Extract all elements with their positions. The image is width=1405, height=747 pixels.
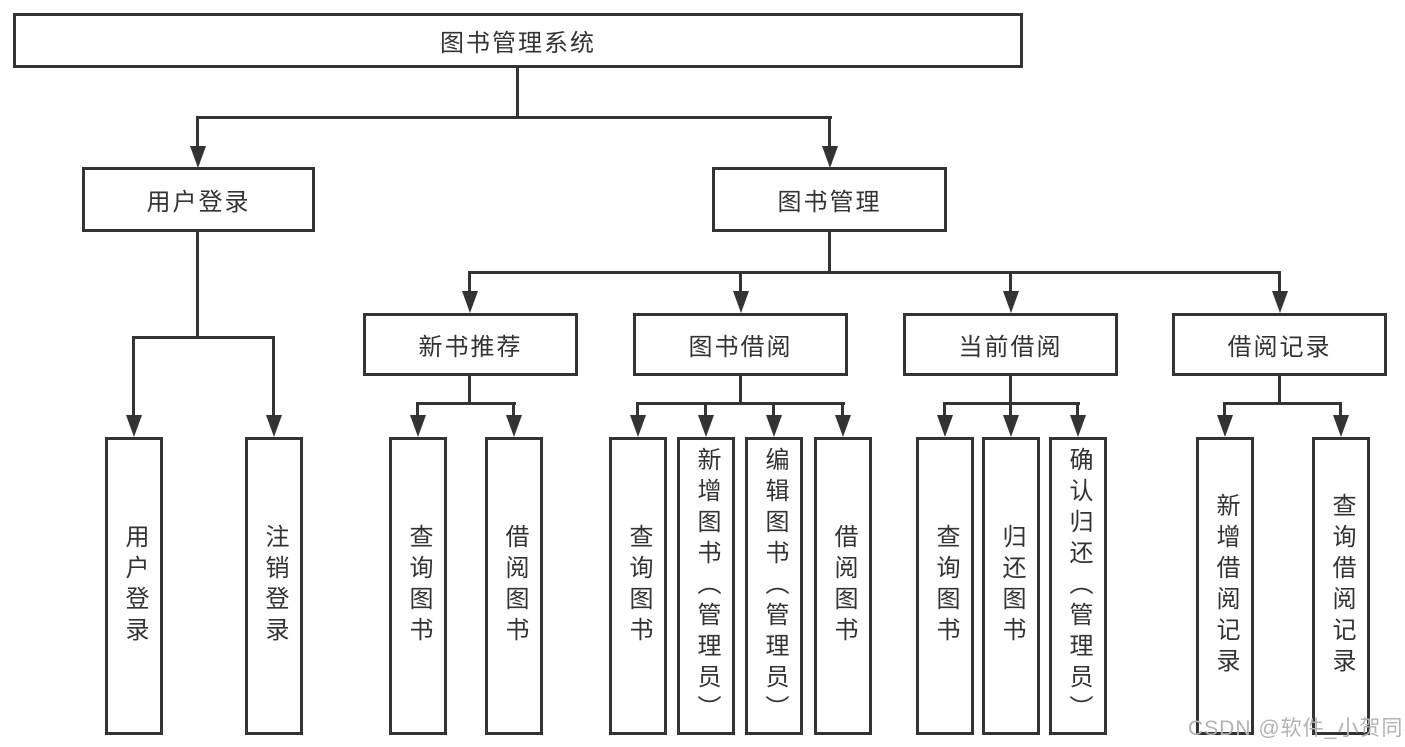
leaf-query-books-borrow: 查询图书: [609, 437, 667, 735]
connector-records-stem: [1278, 376, 1281, 405]
watermark-text: CSDN @软件_小贺同学: [1188, 717, 1405, 740]
leaf-query-books-current: 查询图书: [916, 437, 974, 735]
connector-root-drop-left: [196, 116, 199, 148]
node-current-borrow: 当前借阅: [903, 313, 1118, 376]
connector-borrow-bar: [636, 402, 845, 405]
connector-recommend-drop2: [512, 402, 515, 417]
connector-borrow-drop3: [772, 402, 775, 417]
arrow-to-leaf-query-borrow-record: [1333, 415, 1349, 437]
arrow-to-leaf-user-login: [126, 415, 142, 437]
arrow-to-leaf-confirm-return: [1070, 415, 1086, 437]
arrow-to-leaf-query-books-borrow: [630, 415, 646, 437]
connector-bookmgmt-drop2: [739, 271, 742, 293]
leaf-logout: 注销登录: [245, 437, 303, 735]
connector-userlogin-stem: [196, 232, 199, 339]
connector-current-drop3: [1076, 402, 1079, 417]
connector-bookmgmt-drop4: [1278, 271, 1281, 293]
connector-records-drop1: [1223, 402, 1226, 417]
leaf-user-login: 用户登录: [105, 437, 163, 735]
arrow-to-borrow-records: [1272, 291, 1288, 313]
connector-recommend-stem: [468, 376, 471, 405]
connector-userlogin-bar: [132, 336, 275, 339]
arrow-to-book-borrow: [733, 291, 749, 313]
arrow-to-leaf-logout: [266, 415, 282, 437]
arrow-to-leaf-borrow-books: [835, 415, 851, 437]
connector-userlogin-drop2: [272, 336, 275, 416]
leaf-borrow-books: 借阅图书: [814, 437, 872, 735]
connector-records-drop2: [1339, 402, 1342, 417]
leaf-add-book-admin: 新增图书（管理员）: [677, 437, 735, 735]
arrow-to-book-management: [822, 146, 838, 168]
connector-userlogin-drop1: [132, 336, 135, 416]
arrow-to-leaf-borrow-books-recommend: [506, 415, 522, 437]
arrow-to-leaf-add-book-admin: [698, 415, 714, 437]
connector-borrow-drop4: [841, 402, 844, 417]
connector-bookmgmt-drop1: [468, 271, 471, 293]
leaf-edit-book-admin: 编辑图书（管理员）: [745, 437, 803, 735]
connector-bookmgmt-bar: [468, 271, 1281, 274]
connector-borrow-stem: [739, 376, 742, 405]
connector-recommend-bar: [416, 402, 516, 405]
connector-current-stem: [1009, 376, 1012, 405]
arrow-to-user-login: [190, 146, 206, 168]
leaf-confirm-return-admin: 确认归还（管理员）: [1049, 437, 1107, 735]
connector-records-bar: [1223, 402, 1342, 405]
leaf-borrow-books-recommend: 借阅图书: [485, 437, 543, 735]
arrow-to-new-book-recommend: [462, 291, 478, 313]
connector-borrow-drop1: [636, 402, 639, 417]
connector-root-stem: [516, 68, 519, 119]
connector-current-drop1: [943, 402, 946, 417]
connector-current-drop2: [1009, 402, 1012, 417]
node-borrow-records: 借阅记录: [1172, 313, 1387, 376]
arrow-to-leaf-edit-book-admin: [766, 415, 782, 437]
connector-bookmgmt-stem: [828, 232, 831, 274]
arrow-to-leaf-return-book: [1003, 415, 1019, 437]
connector-root-bar: [196, 116, 832, 119]
connector-root-drop-right: [828, 116, 831, 148]
leaf-query-borrow-record: 查询借阅记录: [1312, 437, 1370, 735]
node-book-borrow: 图书借阅: [633, 313, 848, 376]
arrow-to-leaf-add-borrow-record: [1217, 415, 1233, 437]
node-book-management: 图书管理: [712, 167, 947, 232]
node-user-login: 用户登录: [82, 167, 315, 232]
arrow-to-current-borrow: [1003, 291, 1019, 313]
connector-bookmgmt-drop3: [1009, 271, 1012, 293]
leaf-query-books-recommend: 查询图书: [389, 437, 447, 735]
connector-recommend-drop1: [416, 402, 419, 417]
node-new-book-recommend: 新书推荐: [363, 313, 578, 376]
arrow-to-leaf-query-books-recommend: [410, 415, 426, 437]
leaf-add-borrow-record: 新增借阅记录: [1196, 437, 1254, 735]
arrow-to-leaf-query-books-current: [937, 415, 953, 437]
node-library-system: 图书管理系统: [13, 13, 1023, 68]
leaf-return-book: 归还图书: [982, 437, 1040, 735]
connector-borrow-drop2: [704, 402, 707, 417]
